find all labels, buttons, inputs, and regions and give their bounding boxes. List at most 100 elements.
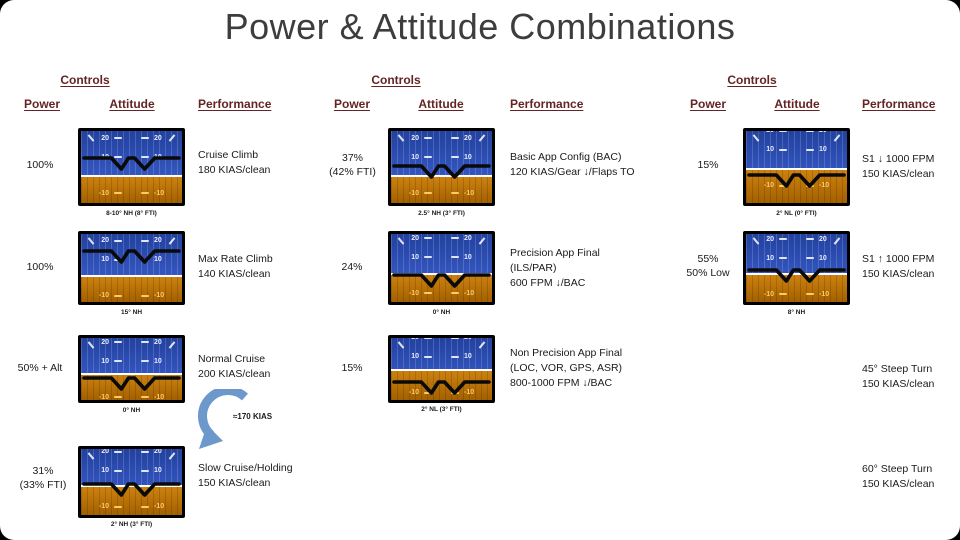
- pitch-ladder-row: -10-10: [98, 292, 165, 300]
- waterline-symbol: [82, 481, 181, 497]
- power-value: 37% (42% FTI): [315, 151, 390, 179]
- performance-line: 140 KIAS/clean: [198, 268, 271, 280]
- power-value: 100%: [8, 260, 72, 274]
- performance-header: Performance: [510, 97, 584, 111]
- attitude-header: Attitude: [418, 97, 464, 111]
- waterline-symbol: [82, 375, 181, 391]
- performance-line: 150 KIAS/clean: [862, 268, 935, 280]
- horizon-line: [81, 175, 182, 178]
- power-header: Power: [333, 97, 370, 111]
- horizon-line: [391, 369, 492, 372]
- waterline-symbol: [82, 248, 181, 264]
- horizon-line: [81, 485, 182, 488]
- performance-line: S1 ↓ 1000 FPM: [862, 153, 935, 165]
- performance-value: Precision App Final (ILS/PAR) 600 FPM ↓/…: [510, 246, 600, 291]
- performance-line: 150 KIAS/clean: [198, 477, 271, 489]
- performance-value: S1 ↓ 1000 FPM 150 KIAS/clean: [862, 152, 934, 182]
- power-value: 31% (33% FTI): [8, 464, 78, 492]
- attitude-caption: 2° NL (0° FTI): [776, 210, 817, 217]
- performance-line: (LOC, VOR, GPS, ASR): [510, 362, 623, 374]
- page-title: Power & Attitude Combinations: [224, 6, 736, 47]
- power-value: 24%: [318, 260, 386, 274]
- attitude-ground: [81, 177, 182, 203]
- attitude-caption: 2° NH (3° FTI): [110, 521, 153, 528]
- attitude-ground: [81, 487, 182, 515]
- performance-line: Cruise Climb: [198, 149, 259, 161]
- attitude-caption: 8-10° NH (8° FTI): [106, 210, 157, 217]
- performance-line: 800-1000 FPM ↓/BAC: [510, 377, 613, 389]
- performance-line: Basic App Config (BAC): [510, 151, 622, 163]
- attitude-ground: [81, 276, 182, 302]
- pitch-ladder-row: -10-10: [408, 289, 475, 297]
- performance-line: 600 FPM ↓/BAC: [510, 277, 586, 289]
- performance-value: Max Rate Climb 140 KIAS/clean: [198, 252, 273, 282]
- horizon-line: [81, 274, 182, 277]
- performance-value: Cruise Climb 180 KIAS/clean: [198, 148, 270, 178]
- curved-arrow-icon: [198, 389, 248, 449]
- waterline-symbol: [82, 156, 181, 171]
- horizon-line: [391, 175, 492, 178]
- performance-line: Slow Cruise/Holding: [198, 462, 293, 474]
- power-line: 100%: [26, 159, 54, 171]
- waterline-symbol: [747, 172, 846, 188]
- attitude-caption: 0° NH: [122, 407, 141, 414]
- waterline-symbol: [747, 268, 846, 283]
- performance-line: 45° Steep Turn: [862, 363, 933, 375]
- pitch-ladder-row: -10-10: [98, 503, 165, 511]
- power-value: 15%: [676, 158, 740, 172]
- performance-line: 180 KIAS/clean: [198, 164, 271, 176]
- power-header: Power: [23, 97, 60, 111]
- attitude-ground: [746, 275, 847, 302]
- horizon-line: [746, 273, 847, 276]
- horizon-line: [81, 373, 182, 376]
- performance-line: 60° Steep Turn: [862, 463, 933, 475]
- attitude-caption: 2.5° NH (3° FTI): [418, 210, 465, 217]
- pitch-ladder-row: -10-10: [763, 290, 830, 298]
- waterline-symbol: [392, 379, 491, 395]
- power-value: 100%: [8, 158, 72, 172]
- controls-heading: Controls: [371, 73, 421, 87]
- attitude-ground: [391, 177, 492, 203]
- performance-line: Normal Cruise: [198, 353, 266, 365]
- power-value: 55% 50% Low: [672, 252, 744, 280]
- performance-line: Max Rate Climb: [198, 253, 273, 265]
- performance-line: Non Precision App Final: [510, 347, 623, 359]
- power-line: 15%: [697, 159, 719, 171]
- power-value: 50% + Alt: [4, 361, 76, 375]
- performance-line: 120 KIAS/Gear ↓/Flaps TO: [510, 166, 635, 178]
- power-line: 100%: [26, 261, 54, 273]
- power-line: 15%: [341, 362, 363, 374]
- performance-line: 150 KIAS/clean: [862, 478, 935, 490]
- performance-value: Basic App Config (BAC) 120 KIAS/Gear ↓/F…: [510, 150, 635, 180]
- power-line: 50% + Alt: [17, 362, 63, 374]
- performance-value: Normal Cruise 200 KIAS/clean: [198, 352, 270, 382]
- performance-line: 200 KIAS/clean: [198, 368, 271, 380]
- attitude-caption: 2° NL (3° FTI): [421, 406, 462, 413]
- power-line: 24%: [341, 261, 363, 273]
- attitude-ground: [391, 371, 492, 400]
- pitch-ladder-row: -10-10: [408, 189, 475, 197]
- power-line: 37%: [341, 152, 363, 164]
